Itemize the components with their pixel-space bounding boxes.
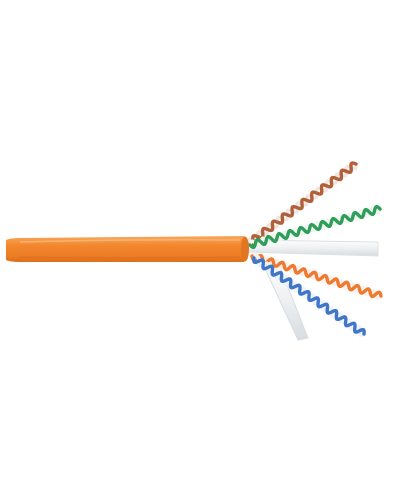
- brown-pair-colored-strand: [246, 161, 358, 247]
- twisted-pairs: [246, 161, 383, 337]
- orange-pair-colored-strand: [250, 253, 383, 299]
- green-pair: [248, 204, 382, 250]
- orange-pair: [250, 252, 383, 300]
- cable-jacket: [0, 230, 249, 270]
- brown-pair: [246, 161, 358, 247]
- blue-pair-colored-strand: [252, 256, 366, 336]
- green-pair-colored-strand: [248, 204, 382, 250]
- blue-pair: [252, 255, 366, 337]
